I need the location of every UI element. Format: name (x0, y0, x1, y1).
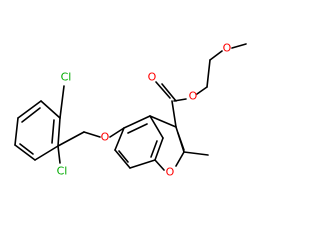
bond (83, 131, 101, 138)
molecule-drawing: Cl Cl O O O O O (14, 42, 247, 179)
bond (114, 149, 131, 169)
bond (171, 100, 177, 128)
bonds (14, 43, 247, 171)
bond (17, 100, 42, 119)
atom-label-cl2: Cl (57, 165, 68, 178)
atom-label-o-ester: O (189, 90, 198, 103)
atom-label-o-ether: O (101, 131, 110, 144)
bond (129, 159, 156, 169)
bond (150, 140, 158, 158)
bond (118, 150, 129, 163)
bond (51, 119, 55, 144)
bond (183, 151, 209, 156)
bond (57, 131, 85, 147)
bond (209, 50, 223, 61)
bond (149, 115, 164, 139)
bond (231, 43, 247, 49)
bond (114, 127, 125, 151)
bond (34, 145, 59, 161)
bond (154, 159, 165, 171)
bond (21, 107, 41, 123)
bond (14, 117, 19, 146)
bond (127, 123, 148, 134)
bond (14, 144, 36, 161)
atom-label-cl1: Cl (61, 71, 72, 84)
bond (123, 115, 151, 129)
molecule-structure: Cl Cl O O O O O (14, 42, 247, 179)
bond (57, 145, 61, 164)
bond (196, 86, 208, 95)
bond (109, 127, 125, 138)
bond (175, 151, 185, 167)
atom-labels: Cl Cl O O O O O (57, 42, 232, 179)
bond (57, 117, 61, 147)
bond (177, 132, 185, 151)
bond (59, 85, 65, 119)
bond (173, 98, 187, 102)
bond (40, 100, 61, 119)
atom-label-o-methoxy: O (223, 42, 232, 55)
bond (161, 83, 177, 102)
bond (149, 115, 177, 128)
bond (155, 81, 171, 99)
bond (19, 143, 34, 155)
bond (154, 137, 164, 161)
atom-label-o-carbonyl: O (148, 71, 157, 84)
atom-label-o-furan: O (166, 166, 175, 179)
bond (206, 59, 211, 88)
